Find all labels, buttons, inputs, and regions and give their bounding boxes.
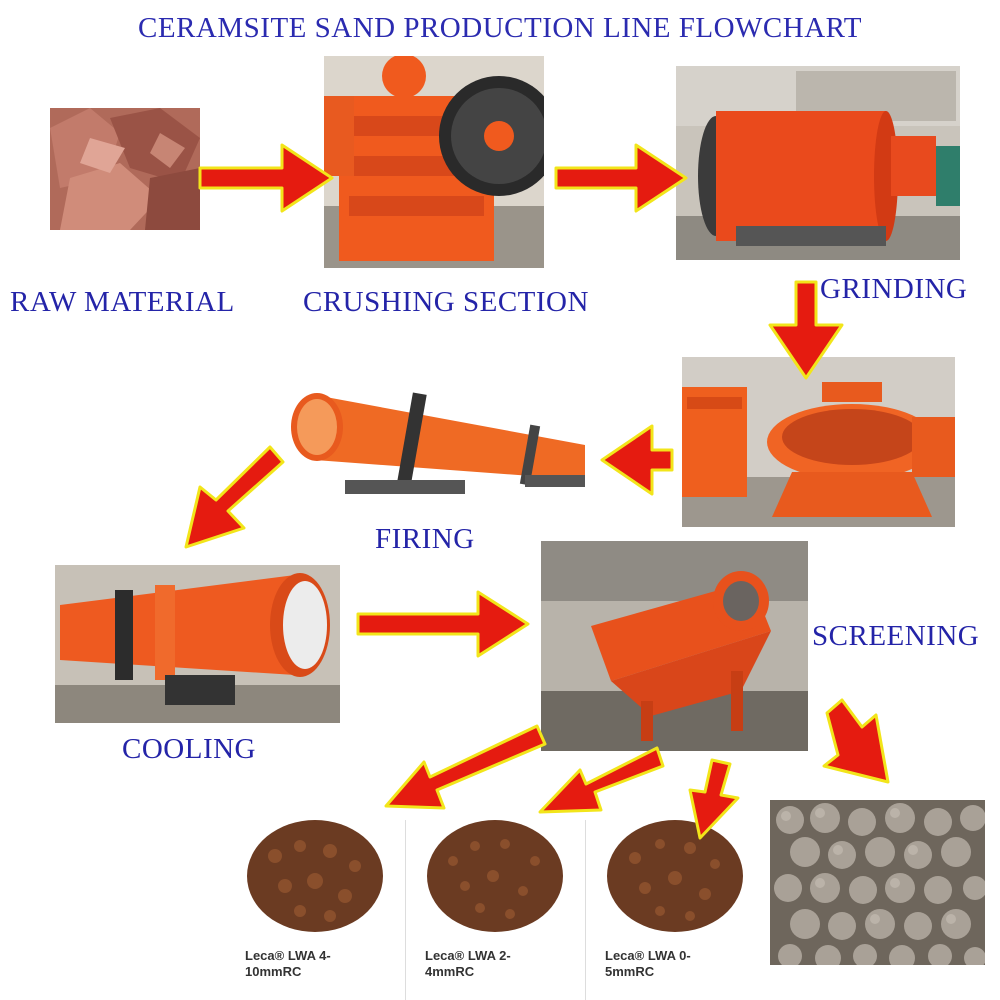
arrow-raw-to-crushing xyxy=(198,143,334,213)
product-label-line1: Leca® LWA 2- xyxy=(425,948,511,963)
product-label-line2: 5mmRC xyxy=(605,964,655,979)
leca-granules-image xyxy=(427,820,563,932)
leca-granules-image xyxy=(247,820,383,932)
arrow-cooling-to-screening xyxy=(356,590,530,658)
drum-screen-image xyxy=(541,541,808,751)
arrow-screening-to-product-2 xyxy=(538,746,665,814)
product-label-line2: 10mmRC xyxy=(245,964,302,979)
label-raw-material: RAW MATERIAL xyxy=(10,286,235,318)
ceramsite-pebbles-image xyxy=(770,800,985,965)
arrow-screening-to-pebbles xyxy=(822,698,890,784)
label-screening: SCREENING xyxy=(812,620,980,652)
arrow-pelletizing-to-firing xyxy=(600,424,674,496)
label-cooling: COOLING xyxy=(122,733,256,765)
product-label-line2: 4mmRC xyxy=(425,964,475,979)
product-label-line1: Leca® LWA 0- xyxy=(605,948,691,963)
product-label-line1: Leca® LWA 4- xyxy=(245,948,331,963)
product-card-2-4: Leca® LWA 2- 4mmRC xyxy=(423,812,573,1000)
arrow-crushing-to-grinding xyxy=(554,143,688,213)
rotary-kiln-image xyxy=(285,375,605,510)
product-card-0-5: Leca® LWA 0- 5mmRC xyxy=(603,812,753,1000)
product-card-4-10: Leca® LWA 4- 10mmRC xyxy=(243,812,393,1000)
arrow-firing-to-cooling xyxy=(184,445,285,549)
arrow-screening-to-product-1 xyxy=(384,724,547,810)
label-crushing-section: CRUSHING SECTION xyxy=(303,286,589,318)
arrow-screening-to-product-3 xyxy=(688,758,740,840)
arrow-grinding-to-pelletizing xyxy=(768,280,844,380)
ball-mill-image xyxy=(676,66,960,260)
product-divider xyxy=(585,820,586,1000)
product-divider xyxy=(405,820,406,1000)
jaw-crusher-image xyxy=(324,56,544,268)
leca-granules-image xyxy=(607,820,743,932)
page-title: CERAMSITE SAND PRODUCTION LINE FLOWCHART xyxy=(138,12,862,44)
label-firing: FIRING xyxy=(375,523,475,555)
raw-material-image xyxy=(50,108,200,230)
rotary-cooler-image xyxy=(55,565,340,723)
label-grinding: GRINDING xyxy=(820,273,968,305)
disc-pelletizer-image xyxy=(682,357,955,527)
